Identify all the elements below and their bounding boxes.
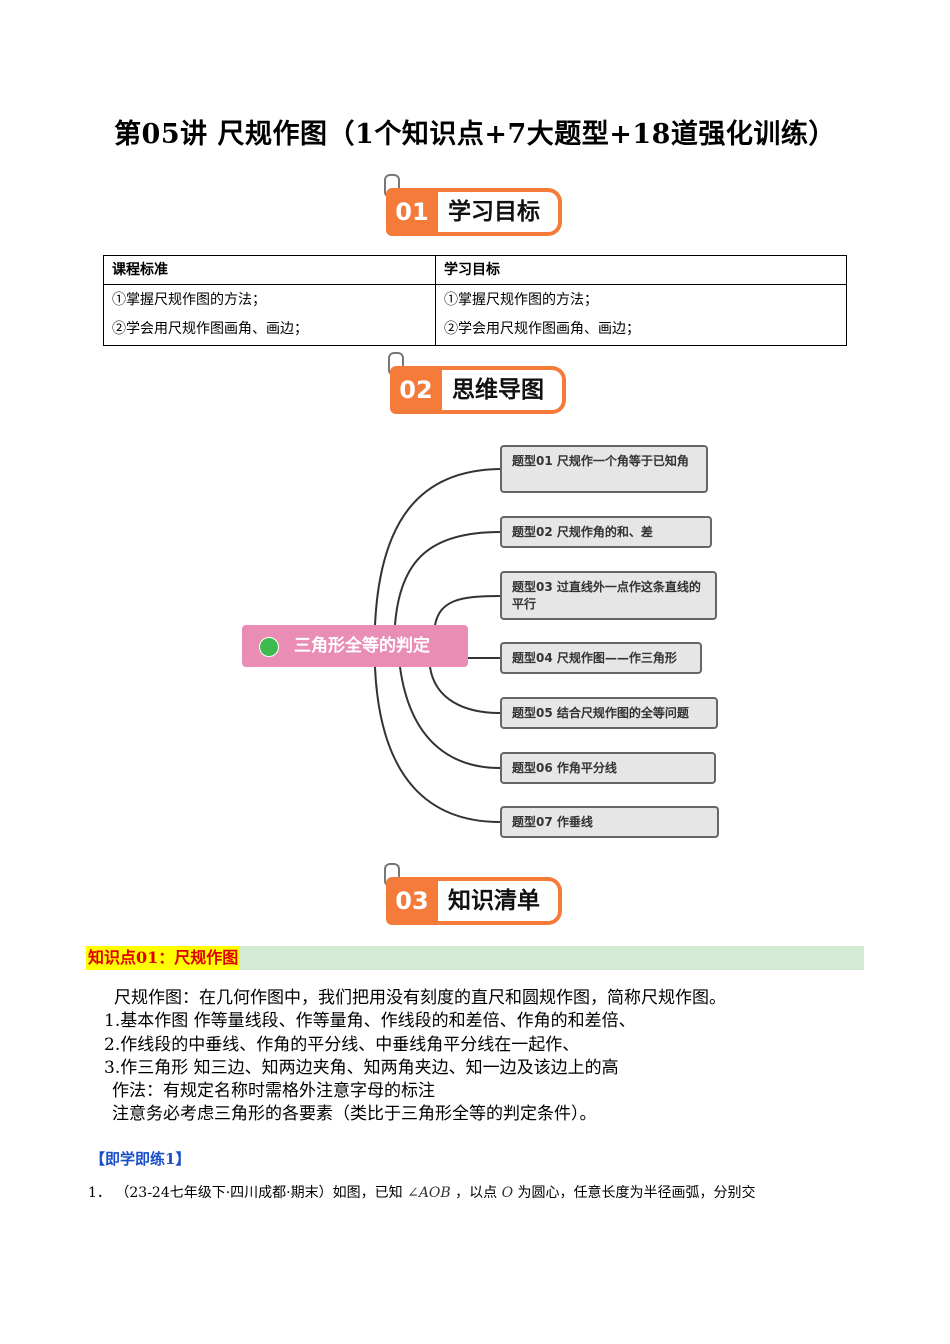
table-row: ①掌握尺规作图的方法； ②学会用尺规作图画角、画边； ①掌握尺规作图的方法； ②… xyxy=(103,284,847,346)
section-number: 01 xyxy=(386,188,438,236)
goal-item: ①掌握尺规作图的方法； xyxy=(112,292,266,308)
central-label: 三角形全等的判定 xyxy=(294,636,430,656)
table-cell: ①掌握尺规作图的方法； ②学会用尺规作图画角、画边； xyxy=(435,284,847,346)
table-header: 课程标准 xyxy=(103,255,436,285)
connector-line xyxy=(374,666,501,823)
table-header: 学习目标 xyxy=(435,255,847,285)
mindmap-topic: 题型07 作垂线 xyxy=(500,806,719,838)
mindmap-topic: 题型03 过直线外一点作这条直线的平行 xyxy=(500,571,717,620)
goals-table: 课程标准 学习目标 ①掌握尺规作图的方法； ②学会用尺规作图画角、画边； ①掌握… xyxy=(103,255,847,346)
table-header-row: 课程标准 学习目标 xyxy=(103,255,847,285)
paperclip-icon xyxy=(384,863,400,887)
question-text: 为圆心，任意长度为半径画弧，分别交 xyxy=(517,1185,756,1201)
math-angle: ∠AOB xyxy=(407,1185,451,1201)
connector-line xyxy=(374,468,501,626)
section-number: 03 xyxy=(386,877,438,925)
knowledge-line: 注意务必考虑三角形的各要素（类比于三角形全等的判定条件）。 xyxy=(112,1104,597,1124)
mindmap-topic: 题型05 结合尺规作图的全等问题 xyxy=(500,697,718,729)
connector-line xyxy=(394,531,501,626)
mindmap-central-node: 三角形全等的判定 xyxy=(242,625,468,667)
knowledge-line: 3.作三角形 知三边、知两边夹角、知两角夹边、知一边及该边上的高 xyxy=(104,1058,619,1078)
goal-item: ②学会用尺规作图画角、画边； xyxy=(444,321,640,337)
knowledge-line: 1.基本作图 作等量线段、作等量角、作线段的和差倍、作角的和差倍、 xyxy=(104,1011,636,1031)
knowledge-point-heading: 知识点01：尺规作图 xyxy=(86,946,241,970)
knowledge-point-bar: 知识点01：尺规作图 xyxy=(86,946,864,970)
mindmap-topic: 题型01 尺规作一个角等于已知角 xyxy=(500,445,708,493)
paperclip-icon xyxy=(388,352,404,376)
page-title: 第05讲 尺规作图（1个知识点+7大题型+18道强化训练） xyxy=(114,119,836,150)
section-label: 知识清单 xyxy=(438,877,562,925)
knowledge-line: 2.作线段的中垂线、作角的平分线、中垂线角平分线在一起作、 xyxy=(104,1035,580,1055)
knowledge-line: 作法：有规定名称时需格外注意字母的标注 xyxy=(112,1081,435,1101)
section-label: 学习目标 xyxy=(438,188,562,236)
table-cell: ①掌握尺规作图的方法； ②学会用尺规作图画角、画边； xyxy=(103,284,436,346)
connector-line xyxy=(429,666,501,714)
section-label: 思维导图 xyxy=(442,366,566,414)
question-1: 1． （23-24七年级下·四川成都·期末）如图，已知 ∠AOB ，以点 O 为… xyxy=(88,1182,756,1202)
goal-item: ①掌握尺规作图的方法； xyxy=(444,292,598,308)
section-number: 02 xyxy=(390,366,442,414)
circle-icon xyxy=(259,637,279,657)
question-text: （23-24七年级下·四川成都·期末）如图，已知 xyxy=(115,1185,403,1201)
mindmap-topic: 题型02 尺规作角的和、差 xyxy=(500,516,712,548)
connector-line xyxy=(399,666,501,769)
question-number: 1． xyxy=(88,1185,111,1201)
mindmap-topic: 题型04 尺规作图——作三角形 xyxy=(500,642,702,674)
question-text: ，以点 xyxy=(455,1185,498,1201)
paperclip-icon xyxy=(384,174,400,198)
knowledge-line: 尺规作图：在几何作图中，我们把用没有刻度的直尺和圆规作图，简称尺规作图。 xyxy=(114,988,726,1008)
math-point: O xyxy=(501,1185,514,1201)
mindmap-topic: 题型06 作角平分线 xyxy=(500,752,716,784)
connector-line xyxy=(434,595,501,626)
practice-heading: 【即学即练1】 xyxy=(90,1150,191,1168)
goal-item: ②学会用尺规作图画角、画边； xyxy=(112,321,308,337)
